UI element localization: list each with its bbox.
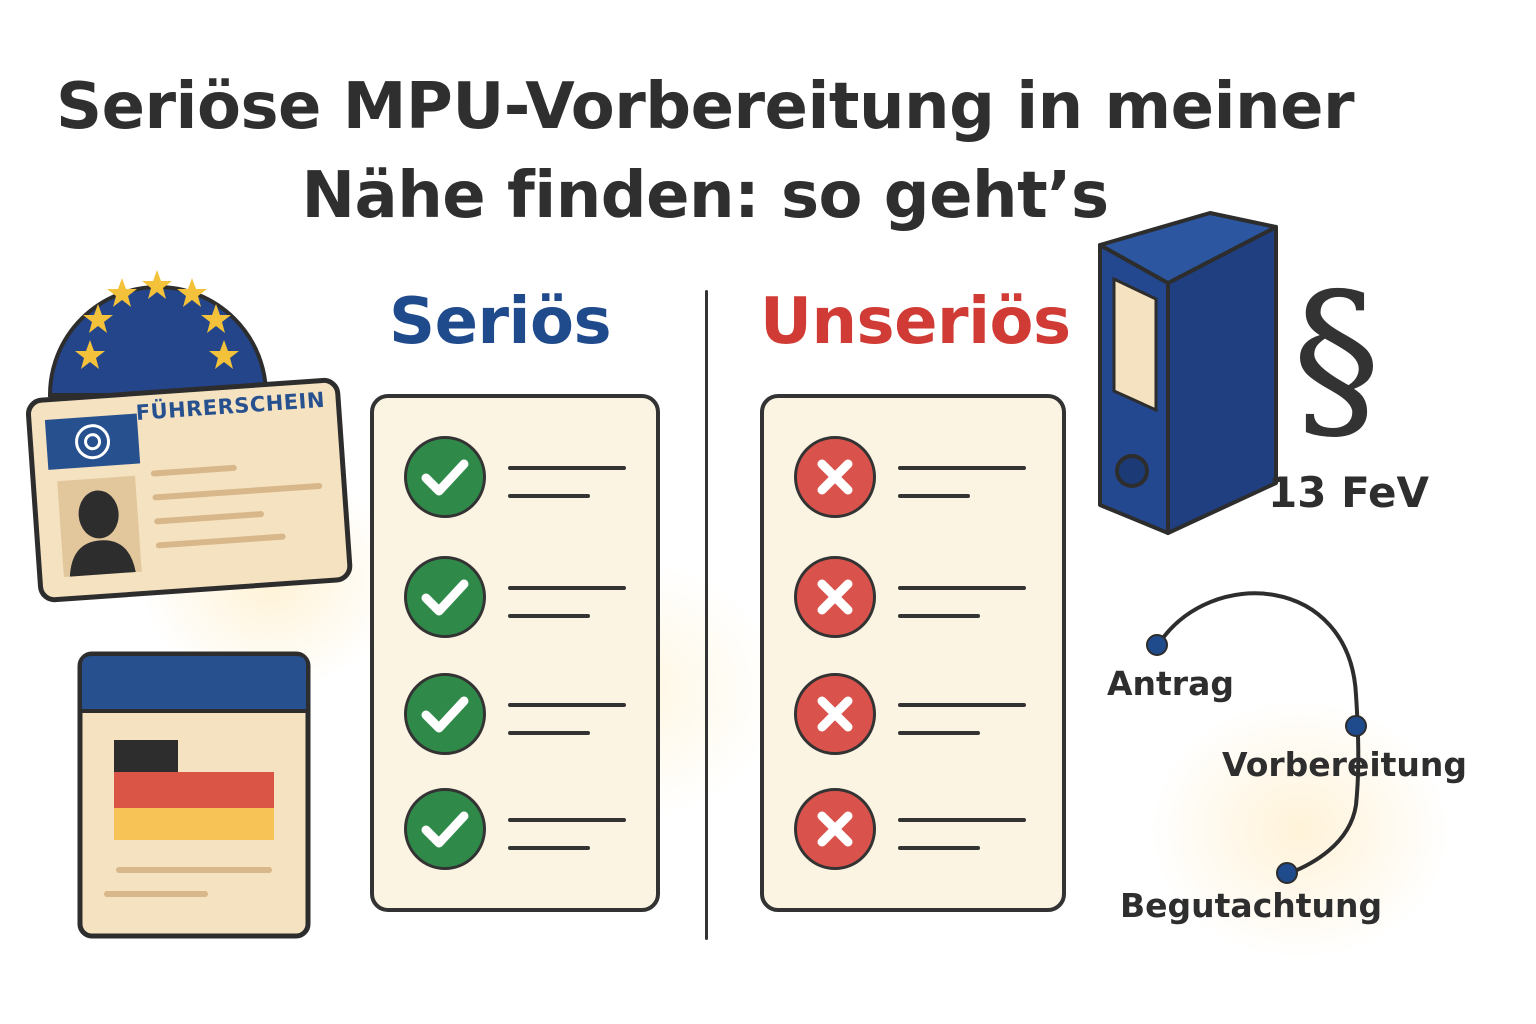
law-reference: 13 FeV (1268, 468, 1430, 517)
list-item (404, 788, 644, 878)
unserioes-heading: Unseriös (760, 285, 1071, 359)
text-placeholder-line (508, 731, 590, 735)
paragraph-icon: § (1292, 255, 1381, 462)
text-placeholder-line (898, 846, 980, 850)
cross-icon (794, 436, 876, 518)
text-placeholder-line (508, 846, 590, 850)
checkmark-icon (404, 556, 486, 638)
german-flag-icon (114, 740, 274, 840)
text-placeholder-line (508, 818, 626, 822)
text-placeholder-line (898, 703, 1026, 707)
page-title: Seriöse MPU-Vorbereitung in meiner Nähe … (40, 58, 1370, 246)
german-document-card (77, 651, 311, 939)
text-placeholder-line (898, 466, 1026, 470)
person-silhouette-icon (69, 490, 136, 577)
driving-license-card (25, 377, 353, 603)
step-dot (1146, 634, 1168, 656)
unserioes-checklist (760, 394, 1066, 912)
text-placeholder-line (898, 586, 1026, 590)
cross-icon (794, 673, 876, 755)
cross-icon (794, 788, 876, 870)
list-item (404, 673, 644, 763)
text-placeholder-line (508, 703, 626, 707)
step-label-vorbereitung: Vorbereitung (1222, 745, 1468, 784)
text-placeholder-line (508, 494, 590, 498)
text-placeholder-line (508, 466, 626, 470)
title-line: Seriöse MPU-Vorbereitung in meiner (55, 70, 1355, 144)
column-divider (705, 290, 708, 940)
text-placeholder-line (898, 818, 1026, 822)
process-timeline (1146, 591, 1367, 884)
list-item (794, 556, 1034, 646)
text-placeholder-line (508, 614, 590, 618)
checkmark-icon (404, 673, 486, 755)
list-item (794, 436, 1034, 526)
text-placeholder-line (898, 494, 970, 498)
serioes-checklist (370, 394, 660, 912)
step-dot (1276, 862, 1298, 884)
binder-icon (1098, 211, 1278, 535)
title-line: Nähe finden: so geht’s (301, 159, 1109, 234)
step-dot (1345, 715, 1367, 737)
eu-flag-icon (47, 270, 269, 397)
step-label-begutachtung: Begutachtung (1120, 886, 1383, 925)
checkmark-icon (404, 436, 486, 518)
list-item (794, 673, 1034, 763)
list-item (404, 556, 644, 646)
step-label-antrag: Antrag (1107, 664, 1234, 703)
text-placeholder-line (898, 614, 980, 618)
cross-icon (794, 556, 876, 638)
text-placeholder-line (508, 586, 626, 590)
list-item (794, 788, 1034, 878)
checkmark-icon (404, 788, 486, 870)
text-placeholder-line (898, 731, 980, 735)
serioes-heading: Seriös (388, 285, 612, 359)
list-item (404, 436, 644, 526)
